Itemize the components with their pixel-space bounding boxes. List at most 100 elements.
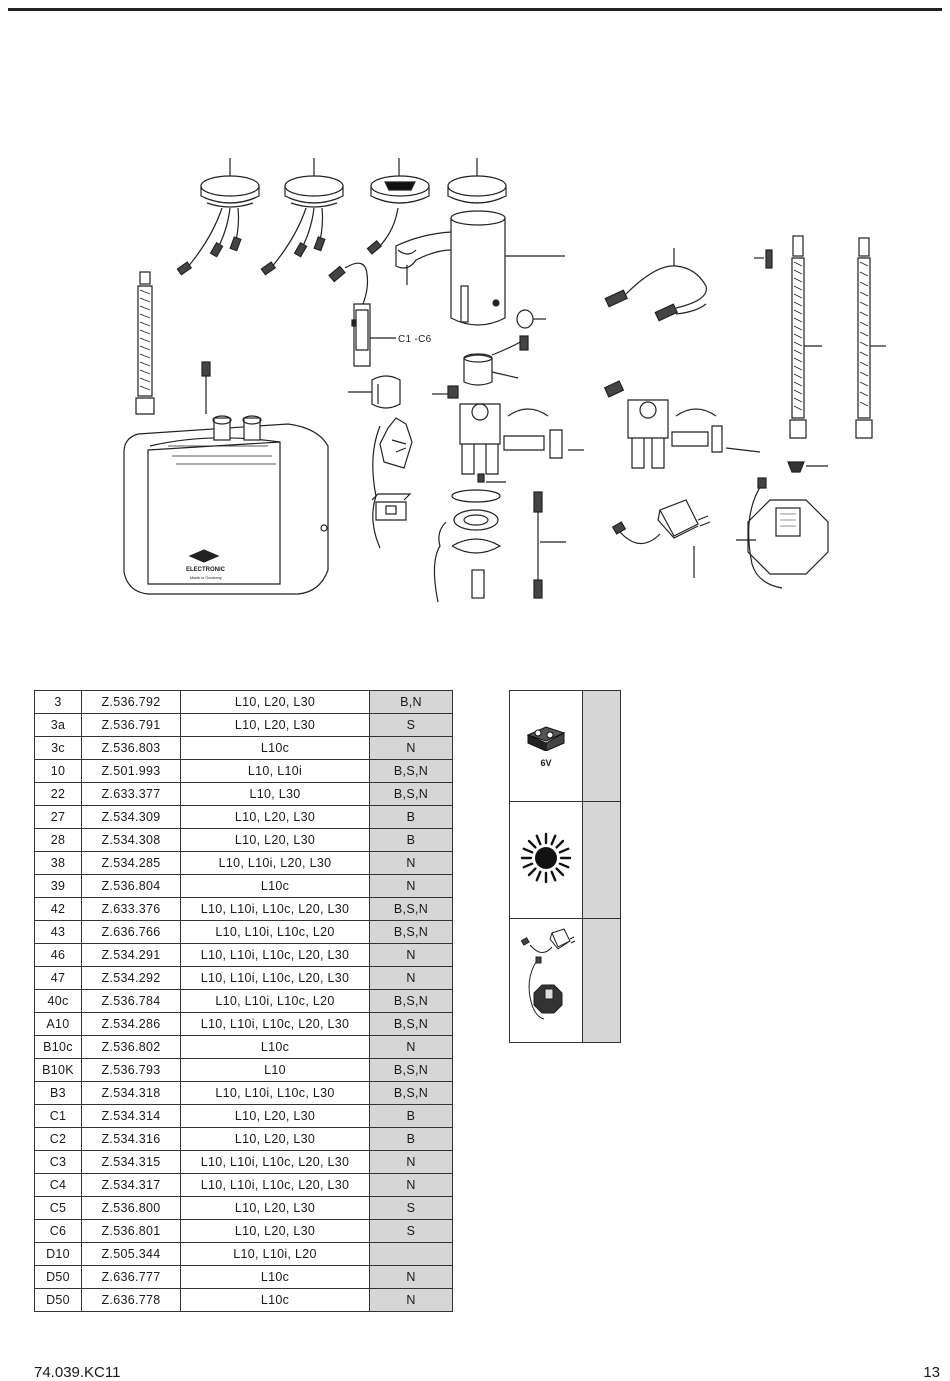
part-number-cell: Z.536.802 xyxy=(81,1035,181,1059)
code-cell: N xyxy=(369,943,453,967)
position-cell: 3 xyxy=(34,690,82,714)
code-cell: B,S,N xyxy=(369,920,453,944)
code-cell: N xyxy=(369,1173,453,1197)
code-cell: B,N xyxy=(369,690,453,714)
legend-battery-shade xyxy=(582,690,621,802)
code-cell: B,S,N xyxy=(369,1081,453,1105)
legend-battery-cell: 6V xyxy=(509,690,583,802)
control-module: C1 -C6 xyxy=(351,303,431,367)
part-number-cell: Z.536.793 xyxy=(81,1058,181,1082)
position-cell: A10 xyxy=(34,1012,82,1036)
part-number-cell: Z.534.286 xyxy=(81,1012,181,1036)
position-cell: 42 xyxy=(34,897,82,921)
position-cell: B10K xyxy=(34,1058,82,1082)
models-cell: L10, L20, L30 xyxy=(180,690,370,714)
models-cell: L10c xyxy=(180,1035,370,1059)
position-cell: 46 xyxy=(34,943,82,967)
part-number-cell: Z.534.292 xyxy=(81,966,181,990)
bracket-left xyxy=(372,425,381,549)
code-cell: N xyxy=(369,736,453,760)
position-cell: C4 xyxy=(34,1173,82,1197)
models-cell: L10, L10i, L10c, L20, L30 xyxy=(180,1173,370,1197)
code-cell: N xyxy=(369,874,453,898)
end-cap xyxy=(516,309,546,329)
filter-cup xyxy=(463,335,529,386)
position-cell: 43 xyxy=(34,920,82,944)
legend-sun-cell xyxy=(509,801,583,919)
models-cell: L10, L20, L30 xyxy=(180,828,370,852)
code-cell: N xyxy=(369,851,453,875)
electronic-housing: ELECTRONIC Made in Germany xyxy=(123,361,329,595)
code-cell: B xyxy=(369,828,453,852)
part-number-cell: Z.534.309 xyxy=(81,805,181,829)
code-cell: B xyxy=(369,1104,453,1128)
code-cell: B,S,N xyxy=(369,989,453,1013)
legend-adapter-cell xyxy=(509,918,583,1043)
seal-rings xyxy=(451,473,506,599)
position-cell: D50 xyxy=(34,1288,82,1312)
position-cell: C5 xyxy=(34,1196,82,1220)
position-cell: 40c xyxy=(34,989,82,1013)
code-cell: B xyxy=(369,805,453,829)
part-number-cell: Z.534.315 xyxy=(81,1150,181,1174)
models-cell: L10, L20, L30 xyxy=(180,1196,370,1220)
code-cell: B xyxy=(369,1127,453,1151)
part-number-cell: Z.536.801 xyxy=(81,1219,181,1243)
part-number-cell: Z.636.766 xyxy=(81,920,181,944)
code-cell: B,S,N xyxy=(369,782,453,806)
faucet-body xyxy=(395,210,565,326)
mounting-screw xyxy=(754,249,773,269)
valve-block xyxy=(459,403,584,475)
models-cell: L10, L10i, L10c, L20, L30 xyxy=(180,943,370,967)
housing-logo-subtext: Made in Germany xyxy=(190,575,222,580)
position-cell: D10 xyxy=(34,1242,82,1266)
position-cell: C6 xyxy=(34,1219,82,1243)
models-cell: L10, L20, L30 xyxy=(180,713,370,737)
sensor-head-2 xyxy=(260,158,344,276)
bracket-centre xyxy=(433,521,447,603)
legend-sun-shade xyxy=(582,801,621,919)
position-cell: 28 xyxy=(34,828,82,852)
position-cell: C2 xyxy=(34,1127,82,1151)
part-number-cell: Z.536.784 xyxy=(81,989,181,1013)
models-cell: L10, L20, L30 xyxy=(180,1219,370,1243)
extension-cable xyxy=(533,491,566,599)
sensor-head-3 xyxy=(366,158,430,255)
position-cell: 39 xyxy=(34,874,82,898)
part-number-cell: Z.536.804 xyxy=(81,874,181,898)
part-number-cell: Z.534.317 xyxy=(81,1173,181,1197)
battery-label: 6V xyxy=(540,757,552,768)
models-cell: L10, L10i, L10c, L20, L30 xyxy=(180,1012,370,1036)
models-cell: L10, L20, L30 xyxy=(180,805,370,829)
code-cell: B,S,N xyxy=(369,1012,453,1036)
sun-icon xyxy=(520,832,572,883)
flex-hose-left xyxy=(135,271,155,415)
sensor-head-4 xyxy=(447,158,507,204)
position-cell: 38 xyxy=(34,851,82,875)
position-cell: C1 xyxy=(34,1104,82,1128)
page-number: 13 xyxy=(923,1364,940,1381)
part-number-cell: Z.536.791 xyxy=(81,713,181,737)
plug-adapter xyxy=(611,499,711,578)
position-cell: B10c xyxy=(34,1035,82,1059)
models-cell: L10, L10i, L20 xyxy=(180,1242,370,1266)
models-cell: L10 xyxy=(180,1058,370,1082)
code-cell: B,S,N xyxy=(369,1058,453,1082)
code-cell: S xyxy=(369,713,453,737)
part-number-cell: Z.536.803 xyxy=(81,736,181,760)
check-valve xyxy=(787,461,828,473)
position-cell: 3a xyxy=(34,713,82,737)
legend-adapter-shade xyxy=(582,918,621,1043)
code-cell: N xyxy=(369,966,453,990)
sensor-head-1 xyxy=(176,158,260,276)
position-cell: D50 xyxy=(34,1265,82,1289)
